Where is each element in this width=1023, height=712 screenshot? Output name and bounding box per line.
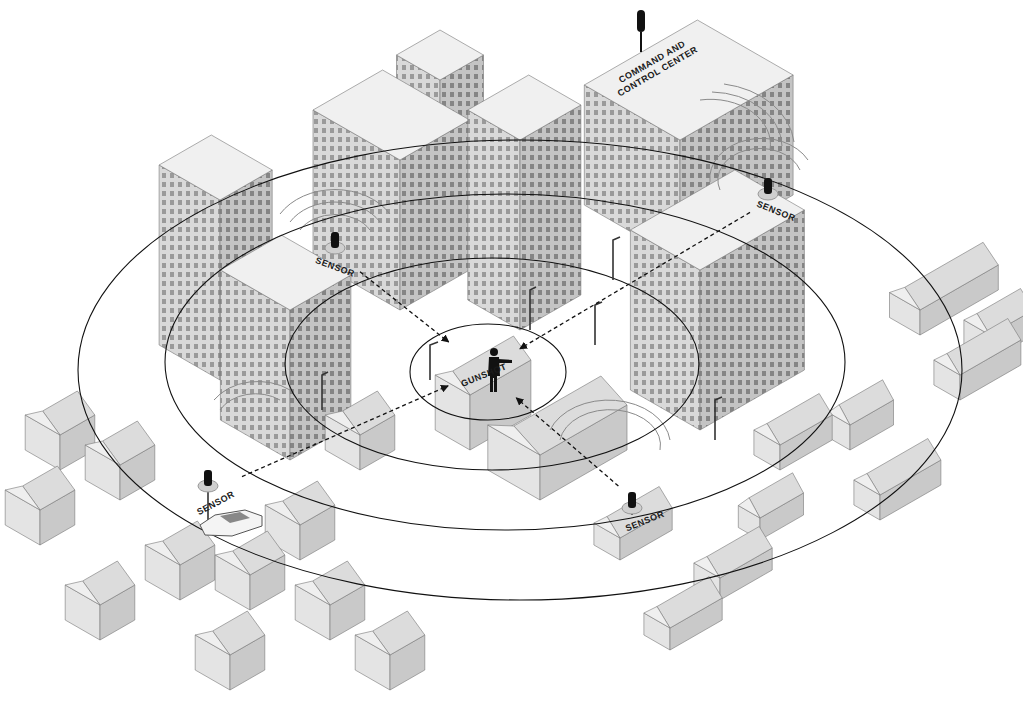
sensor-node: SENSOR	[310, 226, 360, 278]
node-label: SENSOR	[750, 197, 802, 227]
building	[25, 391, 95, 470]
building	[468, 75, 581, 330]
building	[934, 319, 1021, 401]
sensor-node: SENSOR	[614, 486, 676, 532]
dashed-arrow	[242, 386, 448, 477]
node-label: COMMAND AND CONTROL CENTER	[602, 30, 708, 104]
sensor-node: SENSOR	[190, 462, 242, 514]
building	[854, 439, 941, 521]
building	[65, 561, 135, 640]
dashed-arrow	[516, 398, 618, 486]
building	[5, 466, 75, 545]
command-center-node: COMMAND AND CONTROL CENTER	[600, 40, 710, 100]
building	[738, 473, 803, 540]
sound-waves	[214, 84, 808, 450]
sensor-node: SENSOR	[750, 172, 802, 222]
building	[295, 561, 365, 640]
car	[200, 510, 262, 536]
building	[644, 577, 722, 651]
node-label: GUNSHOT	[449, 357, 520, 394]
dashed-arrow	[520, 212, 750, 348]
node-label: SENSOR	[310, 254, 361, 281]
building	[754, 394, 832, 471]
building	[85, 421, 155, 500]
buildings	[5, 20, 1023, 690]
gunshot-node: GUNSHOT	[448, 342, 520, 398]
building	[195, 611, 265, 690]
building	[325, 391, 395, 470]
dashed-arrow	[360, 272, 449, 342]
building	[215, 531, 285, 610]
street-lamps	[208, 237, 722, 520]
building	[828, 380, 893, 450]
antenna	[637, 10, 645, 52]
building	[355, 611, 425, 690]
range-rings	[78, 140, 962, 600]
